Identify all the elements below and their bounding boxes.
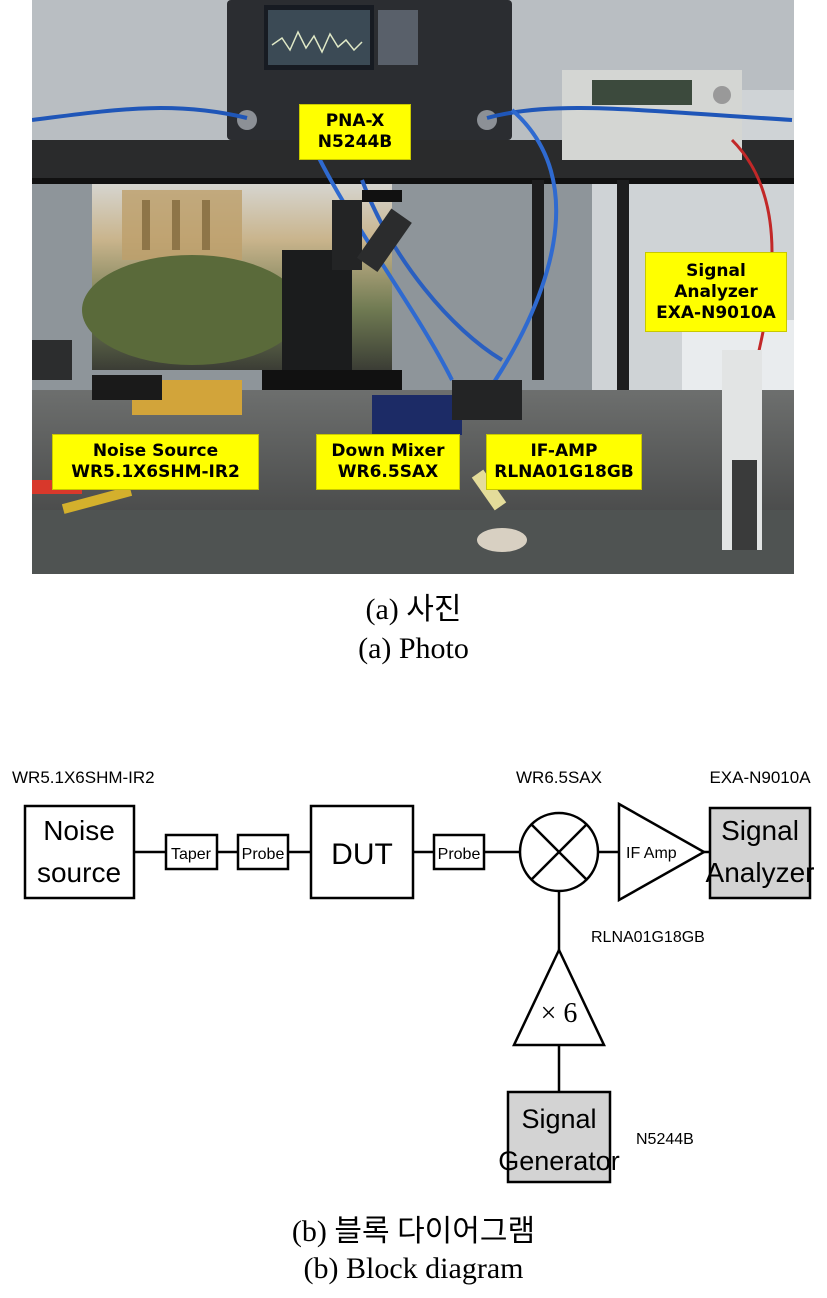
noise-source-line1: Noise bbox=[43, 815, 115, 846]
signal-analyzer-label: Signal Analyzer EXA-N9010A bbox=[645, 252, 787, 332]
mixer-part-label: WR6.5SAX bbox=[516, 768, 602, 787]
noise-source-line2: source bbox=[37, 857, 121, 888]
multiplier-symbol bbox=[512, 947, 606, 1047]
dut-block bbox=[309, 804, 415, 900]
signal-analyzer-part-label: EXA-N9010A bbox=[709, 768, 811, 787]
mixer-symbol bbox=[518, 811, 600, 893]
pnax-label-line1: PNA-X bbox=[325, 111, 385, 131]
diagram-caption-english: (b) Block diagram bbox=[303, 1252, 524, 1285]
signal-analyzer-label-line1: Signal bbox=[686, 260, 746, 281]
probe-out-label: Probe bbox=[438, 846, 481, 863]
taper-label: Taper bbox=[171, 846, 212, 863]
probe-in-block bbox=[236, 833, 290, 871]
if-amp-label-line1: IF-AMP bbox=[530, 441, 598, 461]
photo-caption-korean: (a) 사진 bbox=[365, 593, 462, 626]
noise-source-label-line1: Noise Source bbox=[92, 441, 219, 461]
noise-source-part-label: WR5.1X6SHM-IR2 bbox=[12, 768, 155, 787]
if-amp-label: IF Amp bbox=[626, 845, 677, 862]
signal-analyzer-line2: Analyzer bbox=[706, 857, 815, 888]
signal-analyzer-line1: Signal bbox=[721, 815, 799, 846]
if-amp-label-line2: RLNA01G18GB bbox=[494, 462, 634, 482]
down-mixer-label-line2: WR6.5SAX bbox=[337, 462, 439, 482]
probe-out-block bbox=[432, 833, 486, 871]
signal-analyzer-label-line3: EXA-N9010A bbox=[656, 302, 776, 323]
if-amp-label: IF-AMP RLNA01G18GB bbox=[486, 434, 642, 490]
noise-source-block bbox=[23, 804, 136, 900]
down-mixer-label-line1: Down Mixer bbox=[331, 441, 445, 461]
dut-label: DUT bbox=[331, 838, 393, 871]
lab-setup-photo bbox=[32, 0, 794, 574]
signal-generator-block bbox=[506, 1090, 612, 1184]
if-amp-part-label: RLNA01G18GB bbox=[591, 929, 705, 946]
pnax-label-line2: N5244B bbox=[317, 132, 393, 152]
photo-caption-english: (a) Photo bbox=[358, 632, 469, 665]
connection-lines bbox=[134, 850, 710, 1092]
taper-block bbox=[164, 833, 219, 871]
signal-analyzer-block bbox=[708, 806, 812, 900]
noise-source-label-line2: WR5.1X6SHM-IR2 bbox=[71, 462, 240, 482]
noise-source-label: Noise Source WR5.1X6SHM-IR2 bbox=[52, 434, 259, 490]
block-diagram: Noise source WR5.1X6SHM-IR2 Taper Probe … bbox=[12, 768, 815, 1184]
signal-generator-part-label: N5244B bbox=[636, 1131, 694, 1148]
down-mixer-label: Down Mixer WR6.5SAX bbox=[316, 434, 460, 490]
if-amp-symbol bbox=[617, 801, 707, 903]
diagram-caption-korean: (b) 블록 다이어그램 bbox=[291, 1215, 536, 1248]
signal-analyzer-label-line2: Analyzer bbox=[674, 281, 758, 302]
signal-generator-line2: Generator bbox=[498, 1146, 620, 1176]
probe-in-label: Probe bbox=[242, 846, 285, 863]
pnax-label: PNA-X N5244B bbox=[299, 104, 411, 160]
multiplier-label: × 6 bbox=[541, 998, 578, 1029]
signal-generator-line1: Signal bbox=[521, 1104, 596, 1134]
